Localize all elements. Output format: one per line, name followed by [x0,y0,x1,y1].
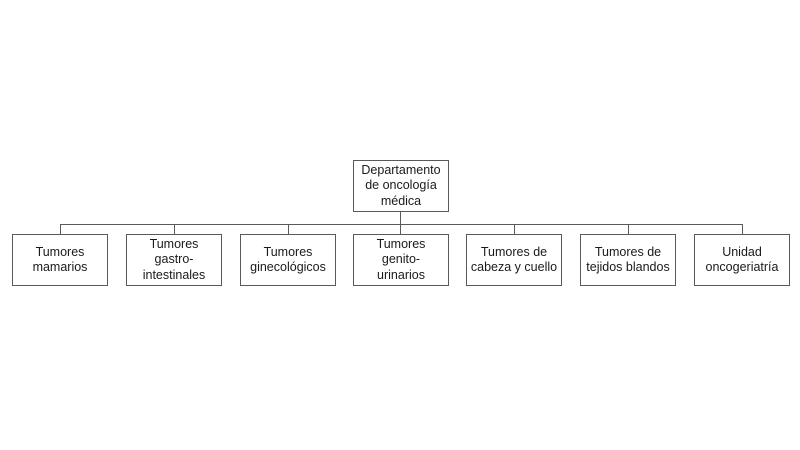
connector-root-stem [400,212,401,224]
connector-drop-7 [742,224,743,234]
org-node-label: Unidad oncogeriatría [705,244,779,275]
org-node-tumores-cabeza-cuello[interactable]: Tumores de cabeza y cuello [466,234,562,286]
connector-drop-3 [288,224,289,234]
connector-drop-4 [400,224,401,234]
connector-drop-1 [60,224,61,234]
connector-drop-5 [514,224,515,234]
connector-drop-6 [628,224,629,234]
org-node-tumores-tejidos-blandos[interactable]: Tumores de tejidos blandos [580,234,676,286]
org-node-label: Tumores gastro- intestinales [142,236,206,282]
org-node-label: Tumores genito- urinarios [376,236,426,282]
org-node-label: Tumores ginecológicos [250,244,326,275]
org-node-unidad-oncogeriatria[interactable]: Unidad oncogeriatría [694,234,790,286]
org-node-tumores-gastrointestinales[interactable]: Tumores gastro- intestinales [126,234,222,286]
org-node-tumores-genitourinarios[interactable]: Tumores genito- urinarios [353,234,449,286]
connector-drop-2 [174,224,175,234]
org-node-root[interactable]: Departamento de oncología médica [353,160,449,212]
org-node-tumores-ginecologicos[interactable]: Tumores ginecológicos [240,234,336,286]
org-node-label: Tumores de cabeza y cuello [470,244,558,275]
org-node-label: Tumores mamarios [32,244,88,275]
org-node-root-label: Departamento de oncología médica [361,162,441,208]
connector-horizontal-bus [60,224,742,225]
org-node-label: Tumores de tejidos blandos [586,244,670,275]
org-node-tumores-mamarios[interactable]: Tumores mamarios [12,234,108,286]
